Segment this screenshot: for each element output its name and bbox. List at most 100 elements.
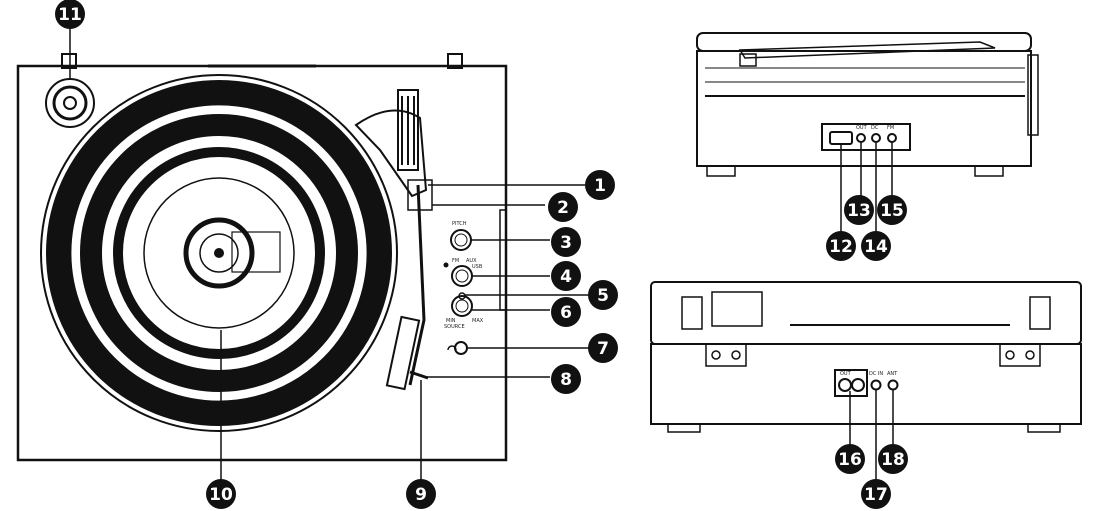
spindle — [214, 248, 224, 258]
svg-text:2: 2 — [557, 198, 569, 218]
hinge-right — [1029, 296, 1051, 330]
callout-11: 11 — [55, 0, 85, 29]
rear-bottom-dc-label: DC IN — [869, 371, 883, 377]
adapter-ring — [52, 85, 88, 121]
rear-top-jack2-label: DC — [871, 125, 879, 131]
label-sticker — [231, 231, 281, 273]
side-knobs — [1027, 54, 1039, 136]
svg-text:17: 17 — [864, 485, 888, 505]
platter — [40, 74, 398, 432]
jack-14[interactable] — [871, 133, 881, 143]
rear-top-jack1-label: OUT — [856, 125, 868, 131]
rear-body — [696, 50, 1032, 167]
svg-text:10: 10 — [209, 485, 233, 505]
callout-18: 18 — [878, 444, 908, 474]
callout-5: 5 — [588, 280, 618, 310]
tonearm-side — [738, 41, 996, 59]
bluetooth-icon — [443, 262, 449, 268]
pitch-knob[interactable] — [450, 229, 472, 251]
usb-port[interactable] — [829, 131, 853, 145]
rca-right[interactable] — [851, 378, 865, 392]
rear-bottom-leaders — [849, 390, 894, 482]
jack-13[interactable] — [856, 133, 866, 143]
callout-1: 1 — [585, 170, 615, 200]
source-aux-label: AUX — [466, 258, 477, 264]
hub-inner — [199, 233, 239, 273]
right-hinge — [447, 53, 463, 69]
callout-4: 4 — [551, 261, 581, 291]
callout-15: 15 — [877, 195, 907, 225]
svg-text:5: 5 — [597, 286, 609, 306]
svg-text:7: 7 — [597, 339, 609, 359]
svg-text:13: 13 — [847, 201, 871, 221]
volume-max-label: MAX — [472, 318, 484, 324]
headphone-jack[interactable] — [454, 341, 468, 355]
record-grooves-outer — [46, 80, 392, 426]
rear-top-leaders — [840, 142, 893, 232]
jack-15[interactable] — [887, 133, 897, 143]
arm-lift — [407, 179, 433, 211]
callout-13: 13 — [844, 195, 874, 225]
rear-view-bottom: OUT DC IN ANT — [650, 281, 1082, 482]
callout-badges: 1 2 3 4 5 6 7 8 9 10 11 12 13 14 15 16 1… — [55, 0, 908, 509]
svg-text:16: 16 — [838, 450, 862, 470]
svg-text:4: 4 — [560, 267, 572, 287]
rear-bottom-out-label: OUT — [840, 371, 852, 377]
callout-14: 14 — [861, 231, 891, 261]
headphone-icon — [447, 345, 457, 351]
callout-2: 2 — [548, 192, 578, 222]
callout-8: 8 — [551, 364, 581, 394]
callout-6: 6 — [551, 297, 581, 327]
volume-knob[interactable] — [451, 295, 473, 317]
counterweight — [397, 89, 419, 171]
headshell — [385, 315, 421, 391]
tone-arm — [408, 184, 426, 386]
foot-right — [974, 165, 1004, 177]
rca-left[interactable] — [838, 378, 852, 392]
record-label — [143, 177, 295, 329]
groove-gap-1 — [71, 105, 367, 401]
jack-panel — [821, 123, 911, 151]
pitch-label: PITCH — [452, 221, 467, 227]
dc-in-jack[interactable] — [870, 379, 882, 391]
groove-gap-2 — [103, 137, 335, 369]
svg-text:1: 1 — [594, 176, 606, 196]
svg-text:14: 14 — [864, 237, 888, 257]
record-grooves-inner — [113, 147, 325, 359]
callout-12: 12 — [826, 231, 856, 261]
svg-text:9: 9 — [415, 485, 427, 505]
svg-text:3: 3 — [560, 233, 572, 253]
foot-left — [706, 165, 736, 177]
source-knob[interactable] — [451, 265, 473, 287]
callout-17: 17 — [861, 479, 891, 509]
source-usb-label: USB — [472, 264, 483, 270]
svg-text:18: 18 — [881, 450, 905, 470]
callout-3: 3 — [551, 227, 581, 257]
record-grooves-mid — [80, 114, 358, 392]
rear-view-top: OUT DC FM — [696, 32, 1039, 232]
rear-bottom-ant-label: ANT — [887, 371, 898, 377]
svg-text:8: 8 — [560, 370, 572, 390]
hinge-left — [681, 296, 703, 330]
top-view: PITCH FM AUX USB MIN MAX SOURCE — [16, 28, 590, 482]
svg-text:6: 6 — [560, 303, 572, 323]
callout-10: 10 — [206, 479, 236, 509]
top-view-leaders — [69, 28, 590, 482]
svg-text:12: 12 — [829, 237, 853, 257]
volume-min-label: MIN — [446, 318, 456, 324]
adapter-hole — [63, 96, 77, 110]
callout-9: 9 — [406, 479, 436, 509]
rear-top-jack3-label: FM — [887, 125, 894, 131]
rca-panel — [834, 369, 868, 397]
volume-mode-label: SOURCE — [444, 324, 465, 330]
callout-16: 16 — [835, 444, 865, 474]
source-fm-label: FM — [452, 258, 459, 264]
antenna-jack[interactable] — [887, 379, 899, 391]
callout-7: 7 — [588, 333, 618, 363]
center-hub — [183, 217, 255, 289]
lower-body — [650, 343, 1082, 425]
svg-text:15: 15 — [880, 201, 904, 221]
tonearm-rear — [711, 291, 763, 327]
